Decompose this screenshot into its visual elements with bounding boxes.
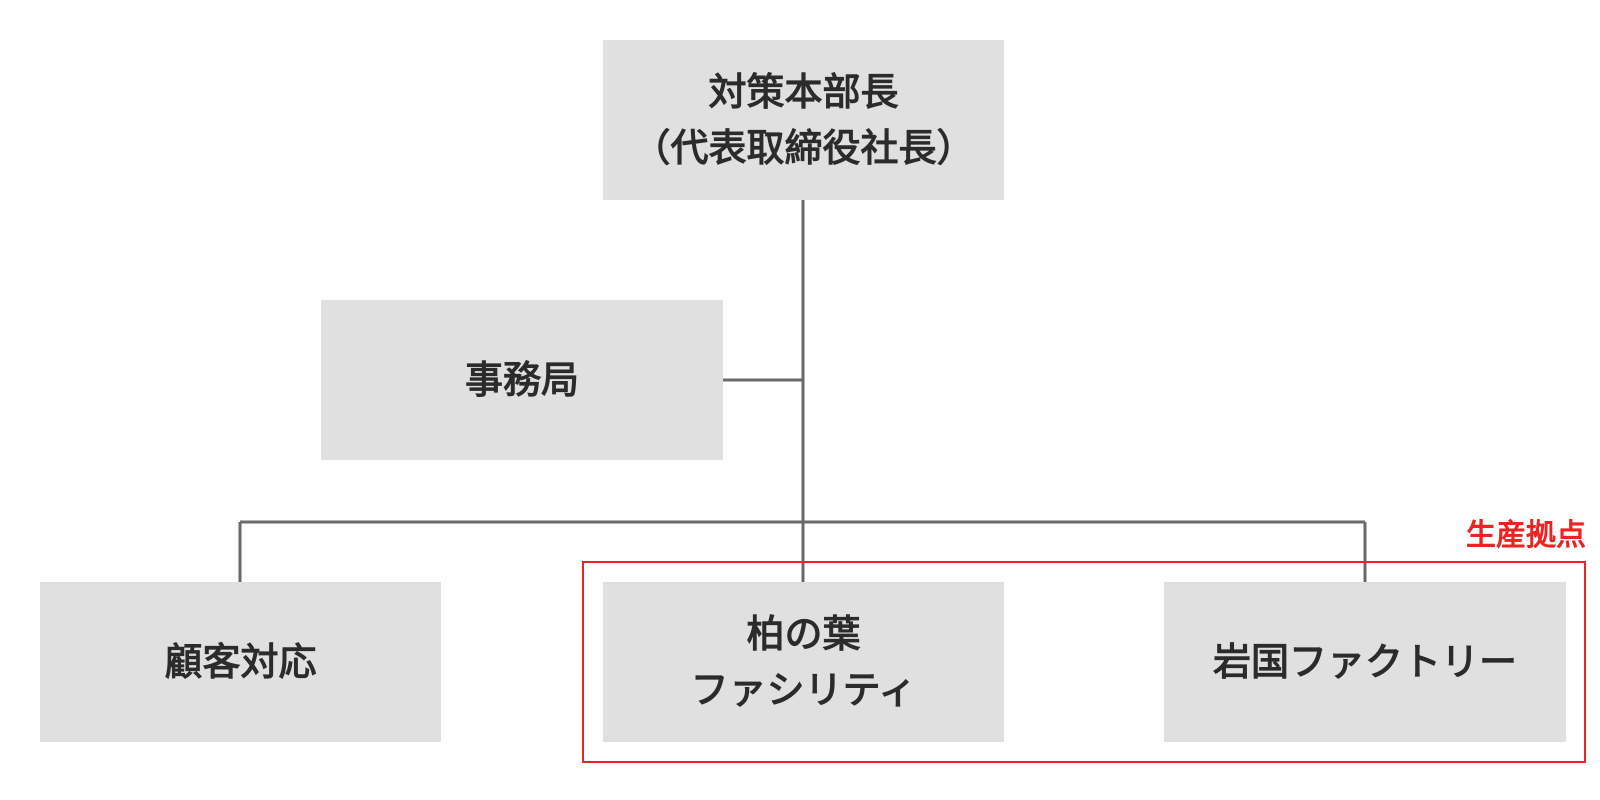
node-secretariat: 事務局: [321, 300, 723, 460]
node-kashiwa-line2: ファシリティ: [690, 668, 917, 712]
node-head-of-taskforce: 対策本部長 （代表取締役社長）: [603, 40, 1004, 200]
node-secretariat-label: 事務局: [464, 358, 579, 402]
node-customer-support: 顧客対応: [40, 582, 441, 742]
node-head-title: 対策本部長: [708, 70, 899, 114]
node-kashiwa-line1: 柏の葉: [746, 612, 861, 656]
production-sites-label: 生産拠点: [1466, 518, 1586, 553]
node-iwakuni-label: 岩国ファクトリー: [1212, 640, 1517, 684]
node-customer-support-label: 顧客対応: [164, 640, 317, 684]
node-iwakuni-factory: 岩国ファクトリー: [1164, 582, 1566, 742]
node-kashiwa-facility: 柏の葉 ファシリティ: [603, 582, 1004, 742]
node-head-subtitle: （代表取締役社長）: [632, 126, 975, 170]
production-sites-frame: [582, 561, 1586, 763]
